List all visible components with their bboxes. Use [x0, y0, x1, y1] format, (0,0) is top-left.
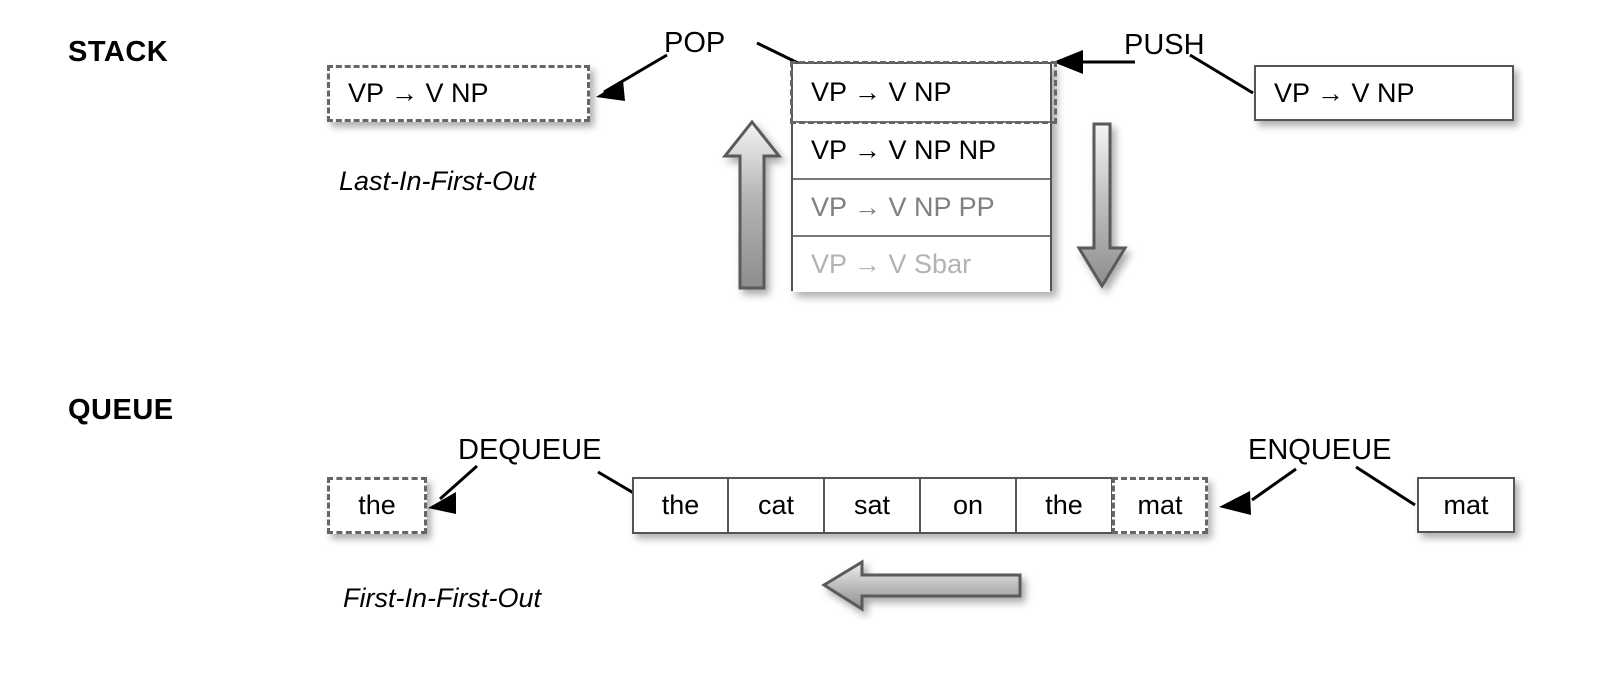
stack-incoming-item[interactable]: VP → V NP [1254, 65, 1514, 121]
queue-cell-2[interactable]: sat [824, 477, 920, 534]
stack-row-3[interactable]: VP → V Sbar [793, 235, 1050, 292]
stack-row-1-text: VP → V NP NP [811, 135, 997, 165]
queue-cell-3-text: on [952, 490, 984, 520]
stack-row-3-text: VP → V Sbar [811, 249, 972, 279]
queue-cell-4-text: the [1045, 490, 1083, 520]
queue-cell-3[interactable]: on [920, 477, 1016, 534]
stack-structure[interactable]: VP → V NP VP → V NP NP VP → V NP PP VP →… [790, 61, 1057, 292]
enqueue-label: ENQUEUE [1248, 434, 1392, 466]
stack-popped-item[interactable]: VP → V NP [327, 65, 590, 122]
queue-cell-5[interactable]: mat [1112, 477, 1208, 534]
stack-section-title: STACK [68, 36, 169, 68]
stack-caption: Last-In-First-Out [339, 166, 536, 196]
stack-row-1[interactable]: VP → V NP NP [793, 121, 1050, 178]
queue-cell-1[interactable]: cat [728, 477, 824, 534]
pop-label: POP [664, 27, 726, 59]
stack-incoming-item-text: VP → V NP [1274, 77, 1415, 108]
queue-cell-4[interactable]: the [1016, 477, 1112, 534]
queue-flow-arrow-icon [821, 559, 1022, 612]
enqueue-arrow-icon [1219, 467, 1297, 515]
queue-dequeued-item-text: the [358, 490, 396, 520]
stack-up-arrow-icon [721, 119, 783, 290]
queue-caption: First-In-First-Out [343, 583, 541, 613]
queue-incoming-item-text: mat [1443, 489, 1489, 520]
queue-structure[interactable]: the cat sat on the mat [632, 477, 1208, 534]
queue-dequeued-item[interactable]: the [327, 477, 427, 534]
queue-cell-0[interactable]: the [632, 477, 728, 534]
stack-row-2[interactable]: VP → V NP PP [793, 178, 1050, 235]
dequeue-arrow-icon [428, 464, 478, 514]
push-label: PUSH [1124, 29, 1205, 61]
push-arrow-icon [1053, 50, 1135, 74]
queue-section-title: QUEUE [68, 394, 174, 426]
stack-row-0-text: VP → V NP [811, 77, 952, 107]
queue-cell-5-text: mat [1137, 490, 1183, 520]
stack-down-arrow-icon [1076, 122, 1128, 289]
stack-popped-item-text: VP → V NP [348, 78, 489, 108]
queue-incoming-item[interactable]: mat [1417, 477, 1515, 533]
pop-arrow-icon [596, 53, 668, 101]
enqueue-leader-line [1355, 465, 1416, 507]
queue-cell-1-text: cat [757, 490, 795, 520]
stack-row-0[interactable]: VP → V NP [793, 64, 1050, 121]
pop-leader-line [756, 41, 801, 66]
dequeue-label: DEQUEUE [458, 434, 602, 466]
stack-row-2-text: VP → V NP PP [811, 192, 995, 222]
queue-cell-0-text: the [661, 490, 700, 520]
queue-cell-2-text: sat [853, 490, 891, 520]
